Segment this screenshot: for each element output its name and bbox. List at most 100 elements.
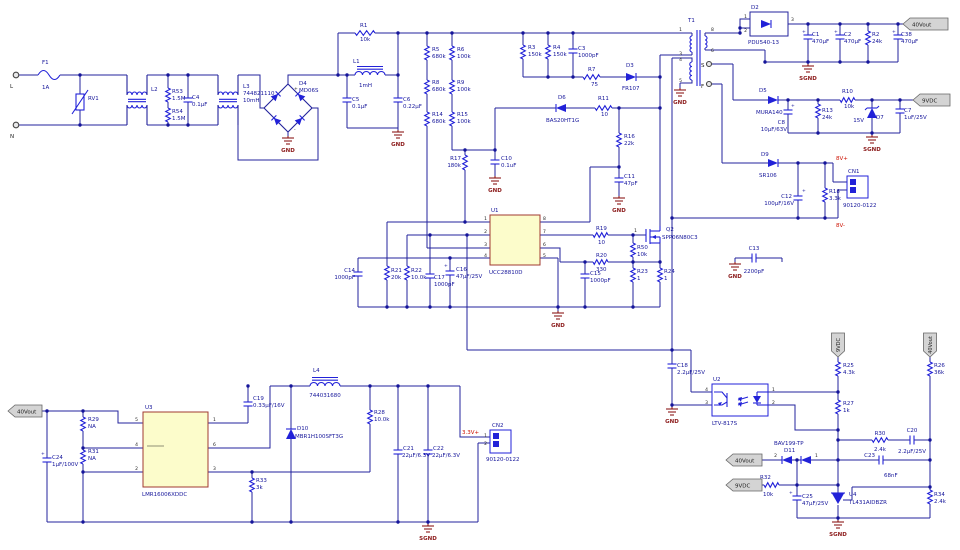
label: C4 [192,95,200,101]
component-L2 [126,75,148,125]
component-R21 [383,265,391,281]
label: 10k [763,492,774,498]
label: 680k [432,87,446,93]
junction-dot [631,305,635,309]
junction-dot [617,106,621,110]
ground-label: GND [612,208,626,214]
junction-dot [186,73,190,77]
label: 2.2µF/25V [677,370,705,376]
junction-dot [385,305,389,309]
label: MD06S [299,88,319,94]
junction-dot [836,390,840,394]
component-R11 [594,104,613,112]
net-tag-40Vout: 40Vout [725,453,763,467]
label: C20 [907,428,918,434]
ground-label: SGND [419,536,437,542]
label: D10 [297,426,309,432]
label: 8V- [836,223,845,229]
label: 22µF/6.3V [432,453,460,459]
label: R15 [457,112,468,118]
L-terminal [12,71,20,79]
junction-dot [617,165,621,169]
label: 744031680 [309,393,341,399]
junction-dot [738,26,742,30]
junction-dot [870,98,874,102]
label: FR107 [622,86,640,92]
label: C38 [901,32,912,38]
junction-dot [448,256,452,260]
label: CN1 [848,169,859,175]
junction-dot [546,75,550,79]
label: RV1 [88,96,99,102]
component-U4 [831,492,845,504]
label: R53 [172,89,183,95]
component-C24 [42,457,52,463]
label: 10mH [243,98,260,104]
label: 47µF/25V [456,274,483,280]
label: 1 [213,417,216,423]
net-tag-40Vout: 40Vout [7,404,43,418]
component-C15 [580,273,590,279]
component-C22 [423,449,433,455]
gnd-symbol [666,407,678,416]
label: R33 [256,478,267,484]
components [12,20,934,505]
label: D7 [876,115,884,121]
label: C17 [434,275,445,281]
label: C7 [904,108,912,114]
component-D11b [800,456,811,464]
component-C21 [393,449,403,455]
gnd-symbol [282,136,294,145]
label: 2 [135,466,138,472]
junction-dot [368,384,372,388]
wire [237,107,319,161]
component-R25 [834,361,842,377]
label: D11 [784,448,795,454]
label: D3 [626,63,634,69]
junction-dot [78,73,82,77]
sgnd-symbol [422,524,434,533]
label: PDU540-13 [748,40,780,46]
label: U1 [491,208,499,214]
component-RV1 [71,89,89,115]
label: 5 [679,78,682,84]
ground-label: SGND [799,76,817,82]
component-R13 [814,103,822,119]
wire [540,247,561,262]
sgnd-symbol [866,135,878,144]
junction-dot [81,409,85,413]
label: C1 [812,32,819,38]
junction-dot [463,220,467,224]
label: R22 [411,268,422,274]
component-R24 [656,267,664,283]
junction-dot [866,22,870,26]
junction-dot [796,216,800,220]
junction-dot [658,75,662,79]
label: Q2 [666,227,674,233]
label: D9 [761,152,769,158]
net-tag-40Vout: 40Vout [923,332,937,358]
label: 24k [822,115,833,121]
label: R6 [457,47,465,53]
junction-dot [166,123,170,127]
label: R50 [637,245,648,251]
component-C7 [895,108,905,114]
label: 3.3V+ [462,430,480,436]
label: 8V+ [836,156,848,162]
label: 1µF/100V [52,462,79,468]
label: BAV199-TP [774,441,804,447]
ground-label: GND [728,274,742,280]
component-C1 [803,34,813,40]
component-C13 [751,253,757,263]
label: 90120-0122 [843,203,876,209]
label: 4 [484,253,487,259]
label: 0.33µF/16V [253,403,285,409]
wire [672,57,693,62]
label: CN2 [492,423,503,429]
label: L3 [243,84,250,90]
junction-dot [928,458,932,462]
connector-pin-square [493,441,499,447]
label: 100k [457,87,471,93]
